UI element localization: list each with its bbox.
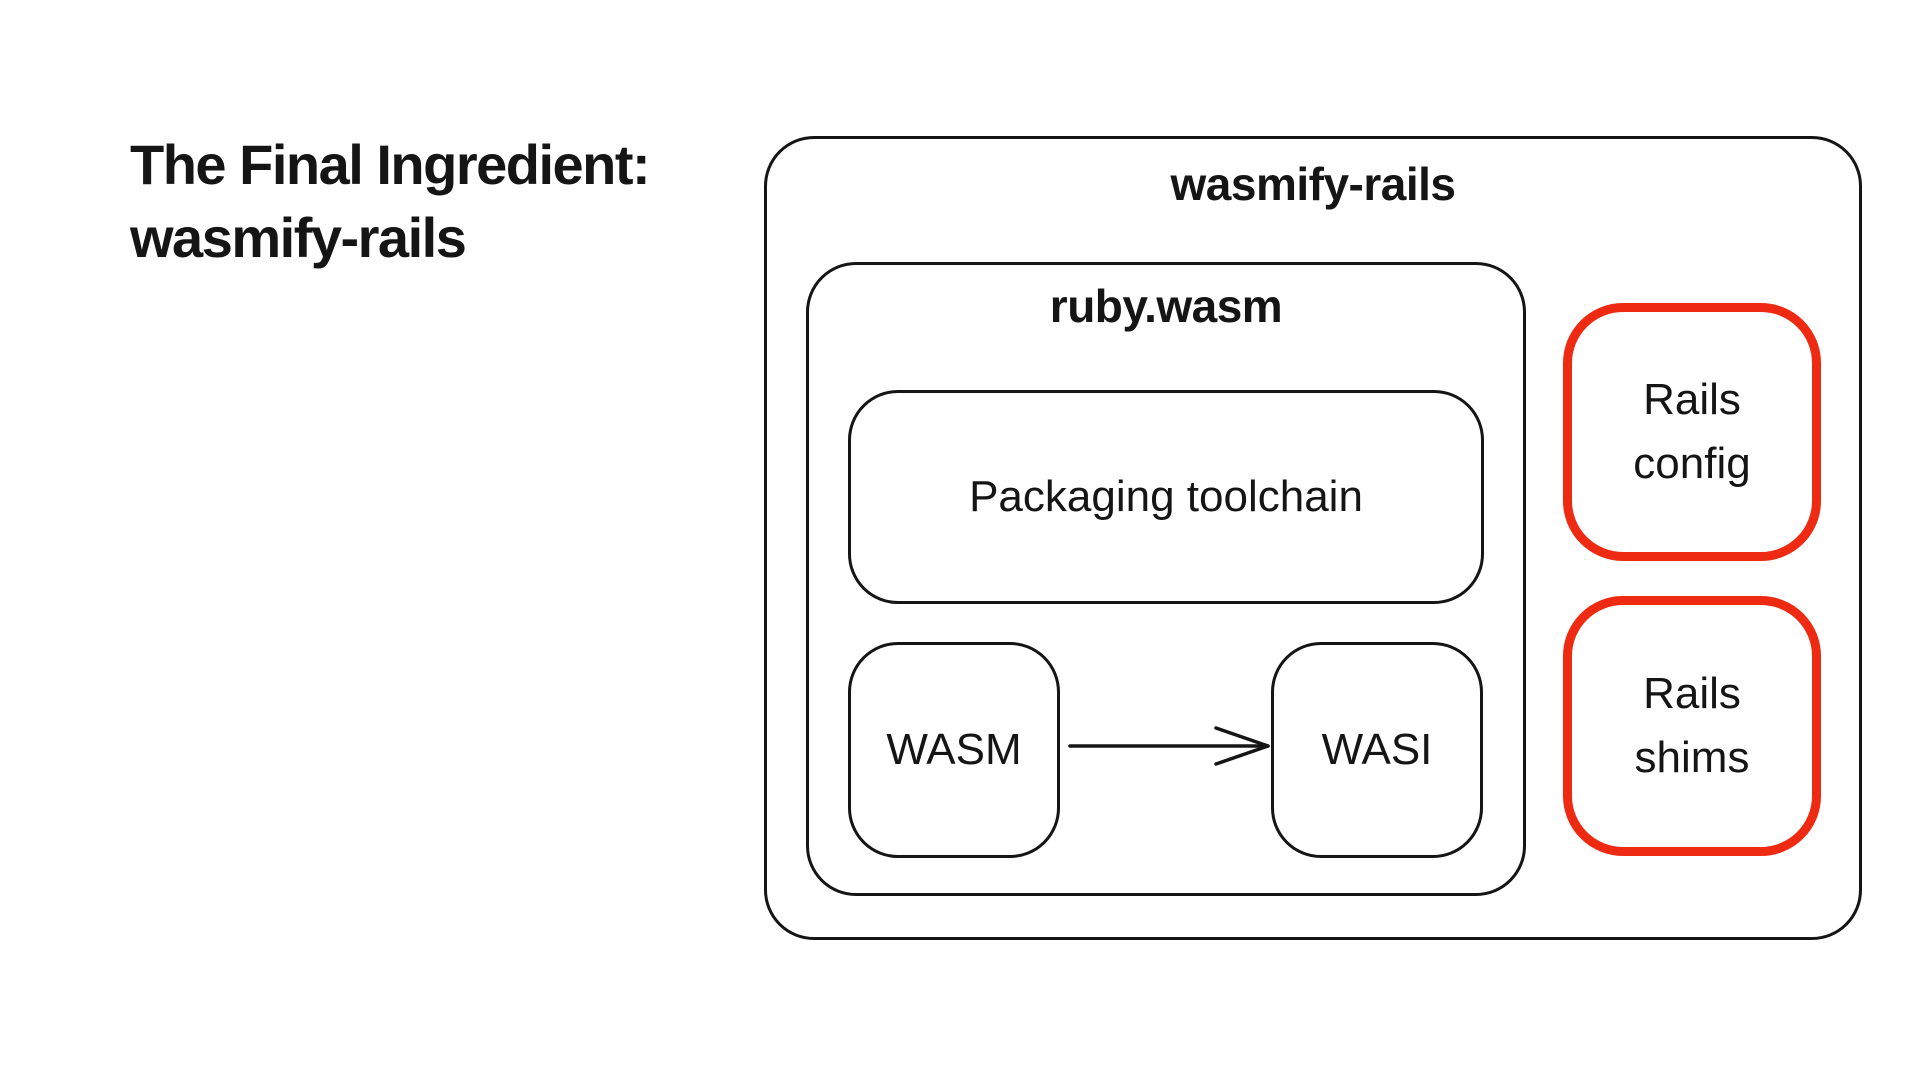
rails-config-line-2: config — [1633, 439, 1751, 488]
wasm-box: WASM — [848, 642, 1060, 858]
ruby-wasm-label: ruby.wasm — [1049, 280, 1283, 332]
wasmify-rails-label: wasmify-rails — [1170, 158, 1456, 210]
title-line-1: The Final Ingredient: — [130, 133, 651, 196]
packaging-toolchain-box: Packaging toolchain — [848, 390, 1484, 604]
wasm-label: WASM — [886, 725, 1022, 774]
packaging-toolchain-label: Packaging toolchain — [969, 472, 1363, 521]
wasm-to-wasi-arrow — [1068, 726, 1270, 766]
rails-config-line-1: Rails — [1643, 375, 1741, 424]
rails-config-text: Rails config — [1572, 312, 1812, 552]
rails-shims-text: Rails shims — [1572, 605, 1812, 847]
rails-shims-line-2: shims — [1634, 733, 1750, 782]
wasi-label: WASI — [1321, 725, 1433, 774]
rails-shims-line-1: Rails — [1643, 669, 1741, 718]
wasi-box: WASI — [1271, 642, 1483, 858]
rails-config-box: Rails config — [1563, 303, 1821, 561]
slide-title: The Final Ingredient: wasmify-rails — [130, 128, 730, 274]
title-line-2: wasmify-rails — [130, 206, 467, 269]
rails-shims-box: Rails shims — [1563, 596, 1821, 856]
